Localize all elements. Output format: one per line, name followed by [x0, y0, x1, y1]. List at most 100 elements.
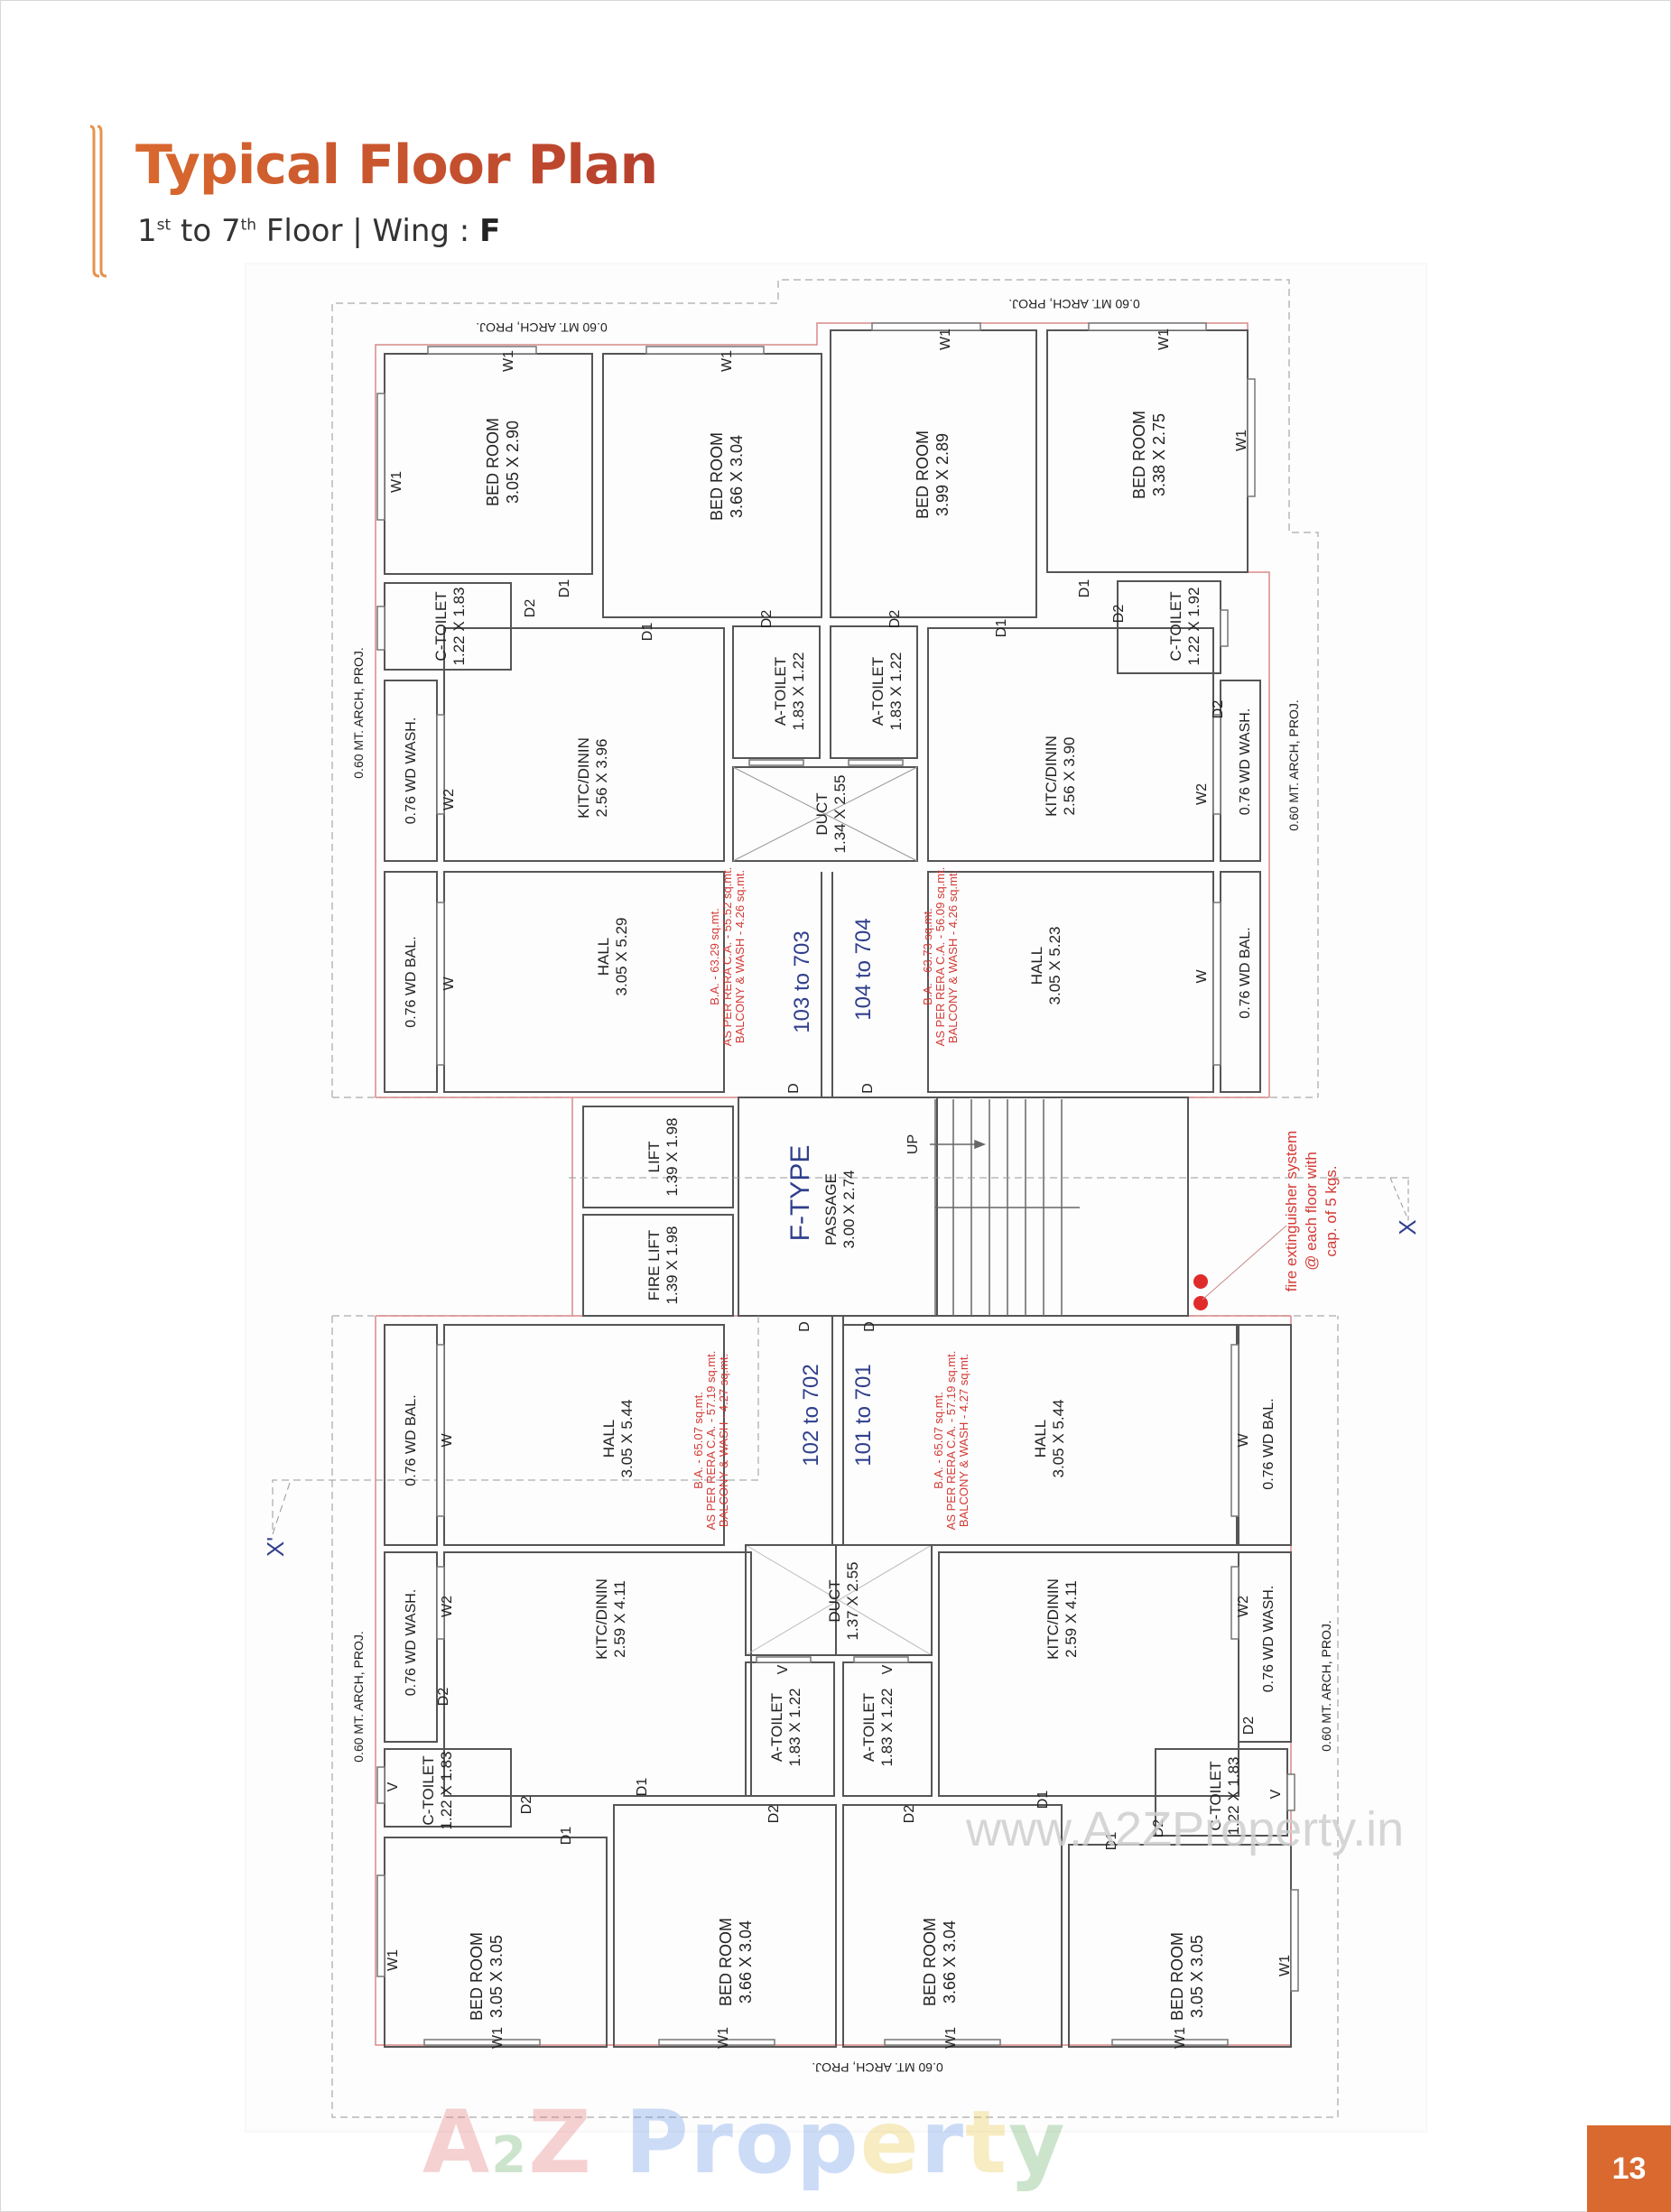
area-balcony: BALCONY & WASH - 4.27 sq.mt. [717, 1354, 730, 1527]
room-size: 3.66 X 3.04 [728, 435, 746, 518]
room-name: 0.76 WD WASH. [404, 1589, 419, 1697]
room-name: 0.76 WD WASH. [1261, 1586, 1276, 1693]
stair-treads [930, 1099, 1080, 1316]
opening-label: D2 [759, 610, 775, 629]
area-ba: B.A. - 63.29 sq.mt. [708, 908, 721, 1005]
room-size: 1.22 X 1.83 [450, 588, 468, 666]
opening-label: D [860, 1083, 876, 1094]
wing-label: Wing : [372, 213, 470, 249]
logo-letter: r [690, 2092, 735, 2193]
wing-value: F [479, 213, 501, 249]
floor-word: Floor [265, 213, 343, 249]
duct-size: 1.37 X 2.55 [844, 1562, 861, 1641]
logo-letter: o [735, 2092, 796, 2193]
watermark-url: www.A2ZProperty.in [966, 1802, 1405, 1856]
projection-label-top-right: 0.60 MT. ARCH, PROJ. [1008, 297, 1139, 311]
room-name: A-TOILET [768, 1693, 785, 1762]
logo-letter: p [795, 2092, 860, 2193]
logo-letter: r [920, 2092, 966, 2193]
area-balcony: BALCONY & WASH - 4.27 sq.mt. [957, 1354, 970, 1527]
opening-label: D [797, 1321, 812, 1332]
room-size: 3.38 X 2.75 [1150, 413, 1168, 496]
room-name: 0.76 WD BAL. [404, 936, 419, 1027]
logo-letter: P [625, 2092, 691, 2193]
opening-label: D1 [1035, 1791, 1051, 1809]
opening-label: V [385, 1782, 401, 1791]
projection-label-left-upper: 0.60 MT. ARCH, PROJ. [351, 647, 366, 778]
floor-from: 1 [137, 213, 157, 249]
room-name: A-TOILET [772, 657, 789, 726]
opening-label: D2 [523, 599, 538, 618]
fire-note-line2: @ each floor with [1303, 1152, 1320, 1271]
page-number: 13 [1587, 2125, 1671, 2212]
room-size: 3.05 X 5.44 [618, 1400, 636, 1478]
area-ba: B.A. - 65.07 sq.mt. [932, 1392, 945, 1489]
duct-name: DUCT [813, 792, 831, 835]
opening-label: W2 [440, 1596, 455, 1617]
opening-label: W1 [716, 2027, 731, 2049]
opening-label: W1 [943, 2027, 959, 2049]
room-name: BED ROOM [921, 1918, 939, 2006]
opening-label: V [775, 1664, 791, 1674]
page-subtitle: 1st to 7th Floor | Wing : F [137, 213, 500, 249]
room-size: 3.99 X 2.89 [933, 433, 952, 516]
passage-size: 3.00 X 2.74 [840, 1171, 858, 1249]
room-name: A-TOILET [860, 1693, 877, 1762]
opening-label: W2 [1194, 783, 1210, 805]
room-name: KITC/DININ [1044, 1578, 1062, 1660]
room-name: C-TOILET [432, 591, 450, 661]
room-name: BED ROOM [484, 418, 502, 506]
opening-label: D [786, 1083, 802, 1094]
core: LIFT 1.39 X 1.98 FIRE LIFT 1.39 X 1.98 F… [262, 1118, 1421, 1558]
room-name: HALL [1032, 1420, 1049, 1458]
passage-name: PASSAGE [822, 1173, 840, 1245]
separator: | [352, 213, 363, 249]
room-name: BED ROOM [468, 1932, 486, 2021]
opening-label: D1 [640, 623, 655, 642]
opening-label: W2 [441, 789, 457, 810]
area-rera: AS PER RERA C.A. - 57.19 sq.mt. [944, 1351, 958, 1531]
walls-lower [384, 1316, 1292, 2048]
room-name: HALL [1028, 947, 1045, 986]
room-name: KITC/DININ [575, 737, 592, 819]
room-size: 2.56 X 3.90 [1061, 737, 1078, 816]
flat-range: 103 to 703 [790, 930, 814, 1032]
room-name: C-TOILET [420, 1755, 437, 1825]
section-mark-x-prime: X' [262, 1537, 289, 1557]
room-size: 1.83 X 1.22 [786, 1689, 803, 1767]
flat-range: 101 to 701 [851, 1364, 876, 1466]
opening-label: W1 [938, 329, 953, 350]
room-name: BED ROOM [1130, 411, 1148, 499]
area-rera: AS PER RERA C.A. - 56.09 sq.mt. [933, 867, 947, 1047]
duct-size: 1.34 X 2.55 [831, 775, 849, 854]
opening-label: D1 [994, 619, 1009, 638]
opening-label: W [441, 976, 457, 991]
room-name: 0.76 WD BAL. [1238, 927, 1253, 1018]
opening-label: D2 [436, 1688, 451, 1707]
area-balcony: BALCONY & WASH - 4.26 sq.mt. [946, 870, 960, 1043]
projection-label-top-left: 0.60 MT. ARCH, PROJ. [476, 320, 607, 335]
opening-label: V [1268, 1789, 1284, 1799]
area-ba: B.A. - 65.07 sq.mt. [692, 1392, 705, 1489]
section-line-left [272, 1316, 759, 1535]
room-size: 1.22 X 1.92 [1185, 588, 1202, 666]
opening-label: D1 [1104, 1832, 1119, 1851]
room-size: 3.05 X 3.05 [487, 1935, 506, 2018]
opening-label: W [1236, 1433, 1251, 1448]
opening-label: D2 [519, 1796, 534, 1815]
watermark-logo: A2Z Property [422, 2092, 1067, 2193]
room-size: 1.83 X 1.22 [790, 652, 807, 731]
core-walls [582, 1097, 1189, 1317]
opening-label: D1 [557, 579, 572, 598]
room-name: BED ROOM [717, 1918, 735, 2006]
room-name: C-TOILET [1207, 1761, 1224, 1830]
projection-label-right-lower: 0.60 MT. ARCH, PROJ. [1319, 1620, 1333, 1751]
logo-space [593, 2092, 625, 2193]
logo-letter: e [859, 2092, 921, 2193]
room-size: 1.83 X 1.22 [878, 1689, 896, 1767]
projection-label-right-upper: 0.60 MT. ARCH, PROJ. [1286, 699, 1301, 830]
area-balcony: BALCONY & WASH - 4.26 sq.mt. [733, 870, 747, 1043]
opening-label: D [862, 1321, 877, 1332]
room-size: 3.05 X 5.44 [1050, 1400, 1067, 1478]
opening-label: D2 [1241, 1717, 1257, 1735]
